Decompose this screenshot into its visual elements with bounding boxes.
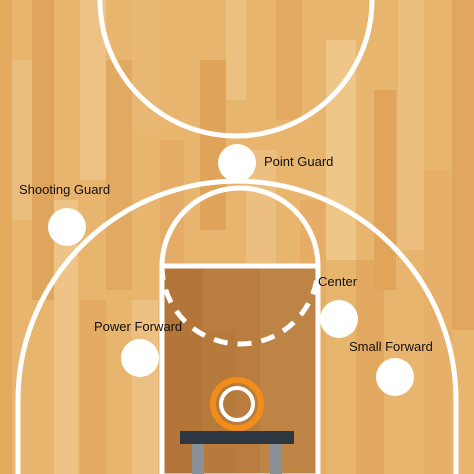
hoop-support-right [270, 440, 282, 474]
backboard [180, 431, 294, 444]
key-outline [159, 263, 321, 474]
rim-inner [219, 386, 255, 422]
center-circle-line [97, 0, 375, 139]
key-plank-3 [202, 330, 236, 474]
center-label: Center [318, 274, 358, 289]
hoop-support-left [192, 440, 204, 474]
point-guard-marker [218, 144, 256, 182]
power-forward-label: Power Forward [94, 319, 183, 334]
small-forward-label: Small Forward [349, 339, 433, 354]
power-forward-marker [121, 339, 159, 377]
rim [210, 377, 264, 431]
free-throw-circle-dashed [159, 265, 321, 347]
small-forward-marker [376, 358, 414, 396]
free-throw-circle-top [159, 185, 321, 267]
center-marker [320, 300, 358, 338]
point-guard-label: Point Guard [264, 154, 334, 169]
shooting-guard-label: Shooting Guard [19, 182, 111, 197]
shooting-guard-marker [48, 208, 86, 246]
